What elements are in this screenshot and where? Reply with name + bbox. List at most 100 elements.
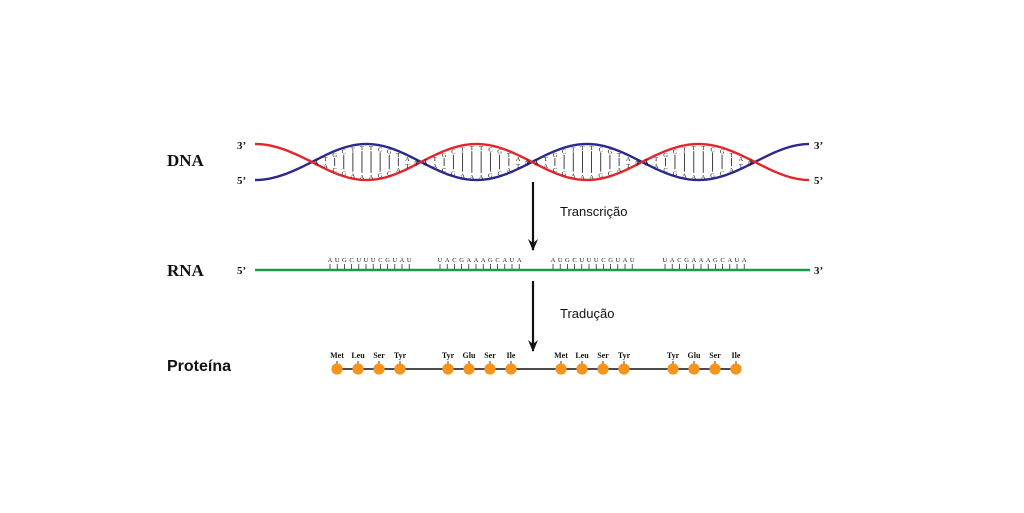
dna-bottom-base: A	[433, 163, 438, 170]
dna-top-base: T	[748, 161, 752, 168]
dna-bottom-base: A	[729, 167, 734, 174]
dna-bottom-base: A	[580, 174, 585, 181]
dna-top-base: T	[461, 146, 465, 153]
rna-base: A	[474, 257, 479, 264]
amino-acid-label: Tyr	[442, 351, 455, 360]
dna-bottom-base: G	[451, 170, 456, 177]
rna-base: C	[378, 257, 382, 264]
dna-top-base: A	[516, 156, 521, 163]
dna-bottom-base: G	[598, 173, 603, 180]
dna-bottom-base: G	[378, 173, 383, 180]
rna-base: C	[720, 257, 724, 264]
dna-top-base: A	[423, 161, 428, 168]
rna-base: G	[684, 257, 689, 264]
amino-acid-bead	[352, 363, 364, 375]
dna-top-base: T	[351, 146, 355, 153]
rna-base: G	[608, 257, 613, 264]
amino-acid-bead	[484, 363, 496, 375]
rna-base: A	[551, 257, 556, 264]
rna-base: U	[630, 257, 635, 264]
dna-bottom-base: T	[739, 163, 743, 170]
dna-top-base: T	[433, 156, 437, 163]
rna-base: U	[371, 257, 376, 264]
protein-row-label: Proteína	[167, 358, 231, 375]
rna-base: U	[335, 257, 340, 264]
dna-bottom-base: A	[470, 174, 475, 181]
rna-base: A	[670, 257, 675, 264]
amino-acid-bead	[442, 363, 454, 375]
amino-acid-bead	[667, 363, 679, 375]
amino-acid-label: Ser	[597, 351, 609, 360]
dna-top-base: G	[663, 152, 668, 159]
rna-base: A	[481, 257, 486, 264]
amino-acid-label: Tyr	[667, 351, 680, 360]
dna-bottom-base: C	[608, 170, 612, 177]
dna-top-base: T	[324, 156, 328, 163]
dna-top-base: T	[654, 156, 658, 163]
amino-acid-label: Leu	[351, 351, 365, 360]
dna-bottom-base: G	[341, 170, 346, 177]
rna-base: U	[558, 257, 563, 264]
dna-top-base: T	[414, 161, 418, 168]
rna-base: U	[735, 257, 740, 264]
amino-acid-label: Ile	[507, 351, 516, 360]
amino-acid-bead	[709, 363, 721, 375]
dna-bottom-base: G	[488, 173, 493, 180]
dna-top-base: T	[682, 146, 686, 153]
amino-acid-bead	[463, 363, 475, 375]
rna-base: G	[488, 257, 493, 264]
amino-acid-bead	[505, 363, 517, 375]
dna-bottom-base: A	[507, 167, 512, 174]
rna-base: C	[349, 257, 353, 264]
dna-top-base: T	[525, 161, 529, 168]
dna-top-base: T	[729, 152, 733, 159]
dna-top-base: G	[387, 149, 392, 156]
dna-top-base: C	[710, 146, 714, 153]
rna-base: A	[727, 257, 732, 264]
dna-bottom-base: A	[748, 158, 753, 165]
dna-top-base: A	[739, 156, 744, 163]
amino-acid-label: Glu	[688, 351, 701, 360]
dna-top-base: T	[692, 145, 696, 152]
dna-top-base: G	[497, 149, 502, 156]
amino-acid-label: Tyr	[618, 351, 631, 360]
rna-base: U	[392, 257, 397, 264]
dna-bottom-base: T	[645, 158, 649, 165]
dna-top-base: G	[720, 149, 725, 156]
rna-base: G	[385, 257, 390, 264]
rna-base: A	[517, 257, 522, 264]
amino-acid-bead	[618, 363, 630, 375]
rna-base: A	[328, 257, 333, 264]
amino-acid-label: Tyr	[394, 351, 407, 360]
rna-base: A	[623, 257, 628, 264]
dna-bottom-base: C	[333, 167, 337, 174]
dna-top-base: C	[599, 146, 603, 153]
rna-base: U	[579, 257, 584, 264]
dna-bottom-base: C	[663, 167, 667, 174]
amino-acid-bead	[373, 363, 385, 375]
amino-acid-bead	[597, 363, 609, 375]
rna-base: C	[601, 257, 605, 264]
dna-top-base: T	[396, 152, 400, 159]
amino-acid-label: Leu	[575, 351, 589, 360]
dna-top-base: T	[701, 145, 705, 152]
rna-left-end: 5’	[237, 265, 246, 277]
dna-bottom-base: T	[424, 158, 428, 165]
dna-bottom-base: A	[571, 173, 576, 180]
dna-bottom-base: G	[673, 170, 678, 177]
rna-base: U	[615, 257, 620, 264]
rna-base: G	[713, 257, 718, 264]
dna-top-base: G	[553, 152, 558, 159]
rna-base: A	[502, 257, 507, 264]
amino-acid-label: Ser	[484, 351, 496, 360]
dna-top-base: T	[617, 152, 621, 159]
dna-bottom-base: A	[617, 167, 622, 174]
rna-base: U	[356, 257, 361, 264]
rna-base: U	[438, 257, 443, 264]
dna-bottom-base: T	[405, 163, 409, 170]
dna-bottom-base: T	[516, 163, 520, 170]
amino-acid-bead	[555, 363, 567, 375]
translation-label: Tradução	[560, 306, 614, 321]
